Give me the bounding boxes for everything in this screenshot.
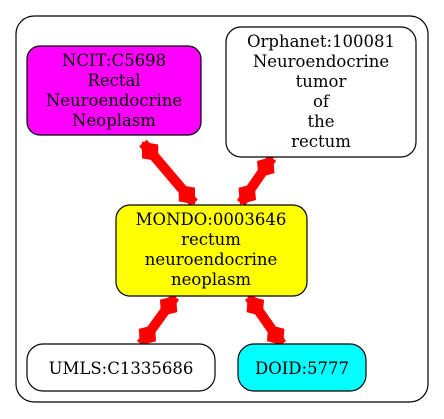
- node-orphanet-line: Neuroendocrine: [253, 52, 389, 71]
- edge-endpoint-diamond: [141, 141, 159, 162]
- node-umls-box: [26, 343, 216, 392]
- edge-endpoint-diamond: [246, 295, 265, 317]
- node-mondo-line: neoplasm: [171, 270, 251, 289]
- node-orphanet-line: tumor: [296, 72, 347, 91]
- edge-mondo-doid: [244, 294, 287, 347]
- node-mondo-line: MONDO:0003646: [136, 210, 287, 229]
- node-doid-box: [237, 343, 367, 392]
- edge-endpoint-diamond: [138, 324, 157, 346]
- node-ncit[interactable]: NCIT:C5698 Rectal Neuroendocrine Neoplas…: [26, 45, 202, 136]
- node-mondo[interactable]: MONDO:0003646 rectum neuroendocrine neop…: [115, 204, 308, 297]
- node-orphanet-line: the: [307, 112, 334, 131]
- node-umls[interactable]: UMLS:C1335686: [26, 343, 216, 392]
- node-orphanet-box: [225, 26, 417, 158]
- node-ncit-line: Neuroendocrine: [46, 91, 182, 110]
- edge-endpoint-diamond: [266, 324, 285, 346]
- node-orphanet-line: Orphanet:100081: [247, 32, 395, 51]
- node-umls-line: UMLS:C1335686: [49, 359, 194, 378]
- node-ncit-line: Rectal: [87, 71, 140, 90]
- node-doid[interactable]: DOID:5777: [237, 343, 367, 392]
- node-mondo-line: rectum: [181, 230, 241, 249]
- edge-ncit-mondo: [139, 139, 198, 207]
- node-orphanet-line: rectum: [291, 132, 351, 151]
- node-ncit-box: [26, 45, 202, 136]
- edge-endpoint-diamond: [159, 295, 178, 317]
- node-ncit-line: NCIT:C5698: [62, 51, 166, 70]
- node-orphanet-line: of: [313, 92, 331, 111]
- edge-mondo-umls: [136, 294, 180, 347]
- edge-endpoint-diamond: [238, 183, 257, 205]
- node-mondo-line: neuroendocrine: [145, 250, 278, 269]
- node-doid-line: DOID:5777: [255, 359, 349, 378]
- node-orphanet[interactable]: Orphanet:100081 Neuroendocrine tumor of …: [225, 26, 417, 158]
- node-ncit-line: Neoplasm: [72, 111, 156, 130]
- node-mondo-box: [115, 204, 308, 297]
- edge-endpoint-diamond: [178, 184, 196, 205]
